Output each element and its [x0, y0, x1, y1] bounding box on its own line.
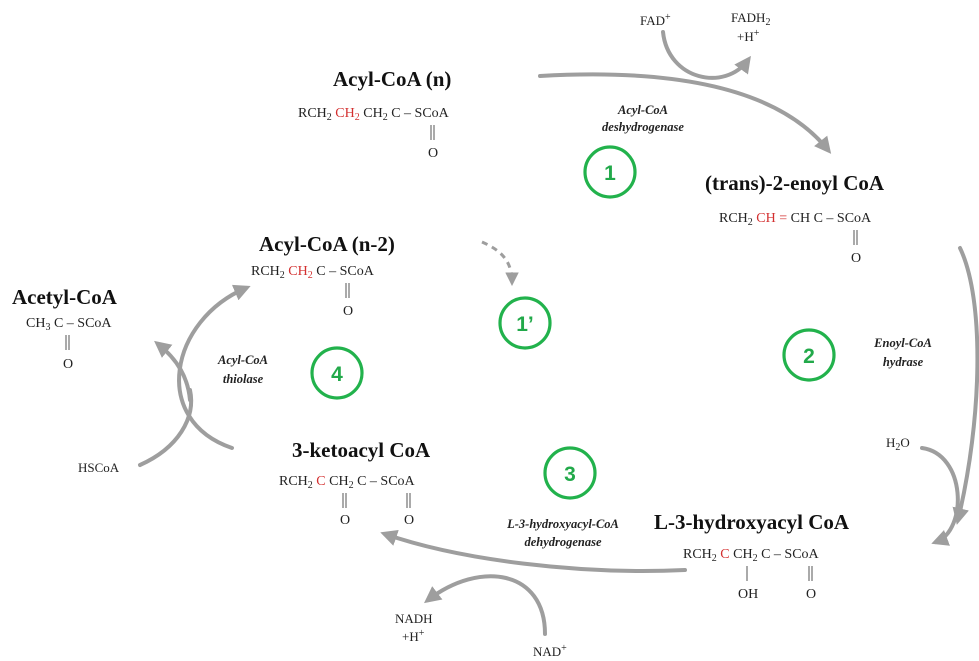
acetyl-coa-oxygen: O	[63, 357, 73, 372]
enoyl-coa-oxygen: O	[851, 251, 861, 266]
nadh-proton-label: +H+	[402, 628, 425, 644]
svg-text:deshydrogenase: deshydrogenase	[602, 120, 684, 134]
step1-arrow	[538, 72, 832, 154]
svg-text:Enoyl-CoA: Enoyl-CoA	[873, 336, 932, 350]
acyl-coa-n2-formula: RCH2 CH2 C – SCoA	[251, 264, 375, 281]
step-3-label: 3	[564, 463, 576, 486]
fadh2-proton-label: +H+	[737, 28, 760, 44]
step4-arrow	[177, 284, 251, 450]
step-4-label: 4	[331, 363, 343, 386]
step3-arrow	[380, 529, 687, 573]
hscoa-arrow	[138, 388, 194, 467]
acyl-coa-n-formula: RCH2 CH2 CH2 C – SCoA	[298, 106, 450, 123]
enzyme-3-label: L-3-hydroxyacyl-CoA dehydrogenase	[506, 517, 619, 549]
svg-text:Acyl-CoA: Acyl-CoA	[217, 353, 268, 367]
acetyl-coa-formula: CH3 C – SCoA	[26, 316, 112, 333]
acyl-coa-n-oxygen: O	[428, 146, 438, 161]
step-4-badge: 4	[310, 346, 364, 400]
acetyl-coa-title: Acetyl-CoA	[12, 285, 118, 309]
molecule-acyl-coa-n: Acyl-CoA (n) RCH2 CH2 CH2 C – SCoA O	[298, 67, 451, 161]
molecule-ketoacyl-coa: 3-ketoacyl CoA RCH2 C CH2 C – SCoA O O	[279, 438, 431, 528]
enzyme-2-label: Enoyl-CoA hydrase	[873, 336, 932, 369]
enzyme-4-label: Acyl-CoA thiolase	[217, 353, 268, 386]
svg-text:dehydrogenase: dehydrogenase	[524, 535, 602, 549]
hydroxyacyl-coa-formula: RCH2 C CH2 C – SCoA	[683, 547, 820, 564]
ketoacyl-coa-formula: RCH2 C CH2 C – SCoA	[279, 474, 416, 491]
enoyl-coa-formula: RCH2 CH = CH C – SCoA	[719, 211, 872, 228]
svg-text:hydrase: hydrase	[883, 355, 924, 369]
water-label: H2O	[886, 435, 910, 453]
ketoacyl-coa-title: 3-ketoacyl CoA	[292, 438, 431, 462]
svg-text:L-3-hydroxyacyl-CoA: L-3-hydroxyacyl-CoA	[506, 517, 619, 531]
hydroxyacyl-coa-oxygen: O	[806, 587, 816, 602]
fad-arrow	[661, 30, 751, 80]
molecule-hydroxyacyl-coa: L-3-hydroxyacyl CoA RCH2 C CH2 C – SCoA …	[654, 510, 850, 602]
fad-label: FAD+	[640, 12, 671, 28]
molecule-enoyl-coa: (trans)-2-enoyl CoA RCH2 CH = CH C – SCo…	[705, 171, 885, 266]
hscoa-label: HSCoA	[78, 460, 120, 475]
nad-label: NAD+	[533, 643, 567, 659]
step-3-badge: 3	[543, 446, 597, 500]
molecule-acetyl-coa: Acetyl-CoA CH3 C – SCoA O	[12, 285, 118, 372]
acyl-coa-n2-oxygen: O	[343, 304, 353, 319]
step-1prime-badge: 1’	[498, 296, 552, 350]
step-2-badge: 2	[782, 328, 836, 382]
nad-arrow	[424, 574, 547, 636]
ketoacyl-coa-oxygen-1: O	[340, 513, 350, 528]
fadh2-label: FADH2	[731, 10, 770, 28]
reentry-dashed-arrow	[481, 240, 519, 287]
molecule-acyl-coa-n2: Acyl-CoA (n-2) RCH2 CH2 C – SCoA O	[251, 232, 395, 319]
hydroxyacyl-coa-title: L-3-hydroxyacyl CoA	[654, 510, 850, 534]
step-1-badge: 1	[583, 145, 637, 199]
step-1prime-label: 1’	[516, 313, 534, 336]
acyl-coa-n2-title: Acyl-CoA (n-2)	[259, 232, 395, 256]
enzyme-1-label: Acyl-CoA deshydrogenase	[602, 103, 684, 134]
svg-text:Acyl-CoA: Acyl-CoA	[617, 103, 668, 117]
step2-arrow	[952, 246, 979, 525]
step-2-label: 2	[803, 345, 815, 368]
svg-text:thiolase: thiolase	[223, 372, 264, 386]
acyl-coa-n-title: Acyl-CoA (n)	[333, 67, 451, 91]
h2o-arrow	[920, 446, 960, 546]
nadh-label: NADH	[395, 611, 433, 626]
hydroxyacyl-coa-hydroxyl: OH	[738, 587, 758, 602]
step-1-label: 1	[604, 162, 616, 185]
ketoacyl-coa-oxygen-2: O	[404, 513, 414, 528]
enoyl-coa-title: (trans)-2-enoyl CoA	[705, 171, 885, 195]
